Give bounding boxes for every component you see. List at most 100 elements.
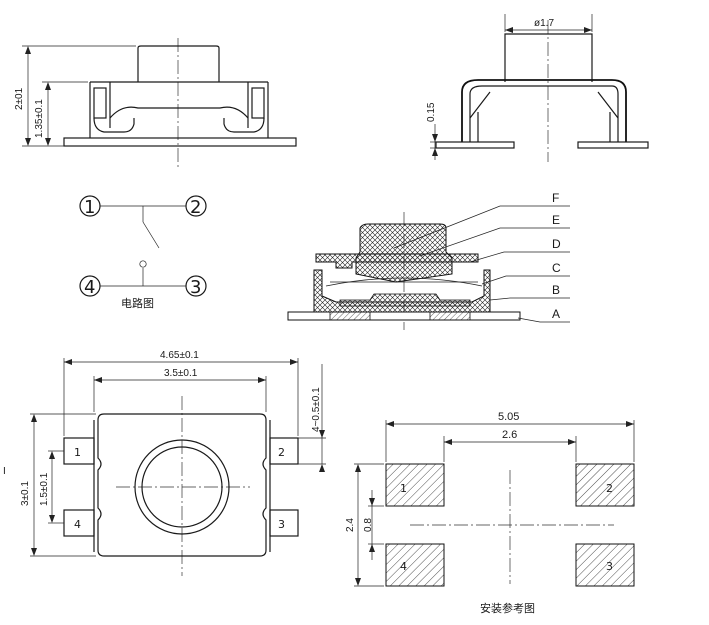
circuit-diagram: 1 2 3 4 电路图 (79, 195, 207, 310)
top-arrow (319, 430, 325, 438)
leader-C (481, 275, 570, 285)
top-body-outline (97, 413, 267, 557)
side-arch (109, 106, 249, 119)
top-arrow (31, 548, 37, 556)
side-arrow (45, 138, 51, 146)
end-view: ø1.7 0.15 (426, 14, 649, 162)
top-arrow (31, 414, 37, 422)
top-body-height-label: 3±0.1 (20, 481, 31, 506)
footprint: 1 2 4 3 5.05 2.6 2.4 0.8 安装参考图 (345, 411, 635, 615)
top-plunger-outer (134, 439, 230, 535)
fp-arrow (444, 439, 452, 445)
pin-2-label: 2 (278, 446, 285, 459)
side-lead-bend-left (93, 117, 135, 133)
top-arrow (258, 377, 266, 383)
side-arrow (25, 46, 31, 54)
pin-2 (269, 437, 299, 465)
top-arrow (94, 377, 102, 383)
section-label-E: E (552, 213, 560, 227)
section-label-F: F (552, 191, 559, 205)
end-arrow (505, 27, 513, 33)
pin-3 (269, 509, 299, 537)
leader-B (489, 297, 570, 301)
top-arrow (290, 359, 298, 365)
fp-arrow (568, 439, 576, 445)
section-cover (315, 253, 479, 269)
top-arrow (319, 464, 325, 472)
circuit-switch-arm (142, 221, 160, 249)
top-overall-width-label: 4.65±0.1 (160, 350, 199, 361)
pad-1 (385, 463, 445, 507)
end-shell-inner (469, 85, 619, 142)
leader-D (469, 251, 570, 263)
pad-4-label: 4 (400, 560, 407, 573)
fp-inner-label: 2.6 (502, 429, 517, 441)
section-actuator (355, 223, 453, 283)
end-diameter-label: ø1.7 (534, 18, 554, 29)
leader-A (517, 317, 570, 323)
circuit-contact (139, 260, 147, 268)
fp-arrow (386, 421, 394, 427)
side-body-edges (89, 82, 269, 138)
side-plunger (137, 45, 220, 82)
top-view: 1 2 4 3 4.65±0.1 3.5±0.1 4~0.5±0.1 3±0.1 (3, 350, 326, 576)
pin-1-label: 1 (74, 446, 81, 459)
pad-1-label: 1 (400, 482, 407, 495)
terminal-3-number: 3 (190, 277, 201, 298)
fp-arrow (369, 544, 375, 552)
end-foot-left (435, 141, 515, 149)
end-arrow (432, 134, 438, 142)
end-thickness-label: 0.15 (426, 102, 437, 122)
pad-2-label: 2 (606, 482, 613, 495)
fp-arrow (369, 498, 375, 506)
top-arrow (49, 515, 55, 523)
pad-3 (575, 543, 635, 587)
side-base (63, 137, 297, 147)
terminal-2-number: 2 (190, 197, 201, 218)
section-terminal-left (329, 311, 371, 321)
cross-section: F E D C B A (287, 191, 570, 330)
terminal-4-number: 4 (84, 277, 95, 298)
top-pin-pitch-label: 1.5±0.1 (39, 472, 50, 506)
side-body-height-label: 1.35±0.1 (34, 99, 45, 138)
top-plunger-inner (141, 446, 223, 528)
pin-3-label: 3 (278, 518, 285, 531)
pad-3-label: 3 (606, 560, 613, 573)
side-view: 2±01 1.35±0.1 (14, 38, 297, 168)
footprint-title: 安装参考图 (480, 601, 535, 615)
fp-arrow (355, 578, 361, 586)
section-base-plate (287, 311, 521, 321)
section-label-A: A (552, 307, 560, 321)
fp-gap-label: 0.8 (363, 518, 374, 532)
end-foot-right (577, 141, 649, 149)
end-shell-outer (461, 79, 627, 142)
end-arrow (432, 148, 438, 156)
section-dome (325, 277, 483, 287)
pad-2 (575, 463, 635, 507)
leader-F (393, 205, 570, 249)
end-legs (477, 112, 611, 142)
fp-arrow (355, 464, 361, 472)
end-arrow (584, 27, 592, 33)
top-arrow (64, 359, 72, 365)
side-lead-left (93, 87, 107, 119)
side-lead-bend-right (223, 117, 265, 133)
fp-height-label: 2.4 (345, 518, 356, 532)
fp-arrow (626, 421, 634, 427)
section-label-B: B (552, 283, 560, 297)
pin-4-label: 4 (74, 518, 81, 531)
section-label-C: C (552, 261, 561, 275)
top-body-width-label: 3.5±0.1 (164, 368, 198, 379)
pad-4 (385, 543, 445, 587)
terminal-1-number: 1 (84, 197, 95, 218)
side-walls (109, 82, 249, 128)
section-terminal-right (429, 311, 471, 321)
top-arrow (49, 451, 55, 459)
end-shoulders (469, 91, 619, 119)
leader-E (419, 227, 570, 257)
side-arrow (45, 82, 51, 90)
section-label-D: D (552, 237, 561, 251)
side-arrow (25, 138, 31, 146)
